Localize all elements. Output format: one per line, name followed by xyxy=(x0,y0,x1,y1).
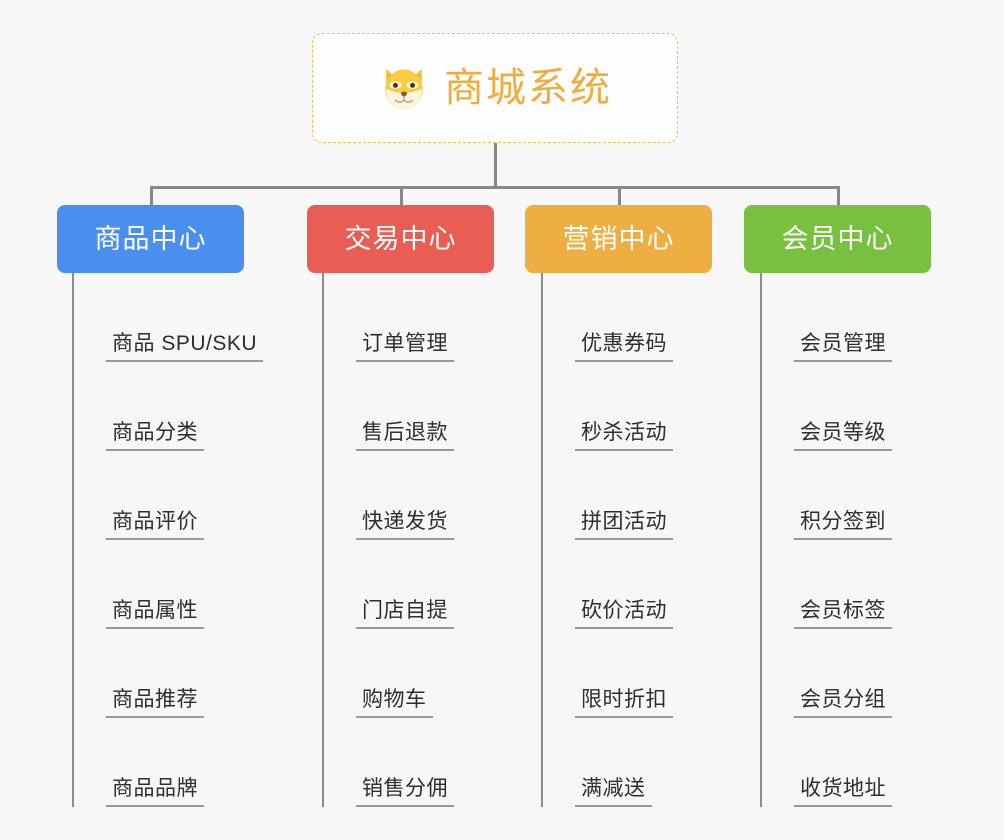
leaf-spine-4 xyxy=(760,273,762,807)
leaf-label: 会员标签 xyxy=(800,598,886,622)
leaf-spine-3 xyxy=(541,273,543,807)
leaf-item[interactable]: 会员标签 xyxy=(760,540,960,629)
leaf-label: 限时折扣 xyxy=(581,687,667,711)
category-label-3: 营销中心 xyxy=(562,223,675,254)
leaf-spine-2 xyxy=(322,273,324,807)
leaf-label: 秒杀活动 xyxy=(581,420,667,444)
leaf-item[interactable]: 快递发货 xyxy=(322,451,522,540)
connector-root-stem xyxy=(494,143,497,189)
leaf-label: 商品评价 xyxy=(112,509,198,533)
leaf-item[interactable]: 积分签到 xyxy=(760,451,960,540)
leaf-label: 满减送 xyxy=(581,776,646,800)
root-title: 商城系统 xyxy=(444,66,612,110)
leaf-label: 收货地址 xyxy=(800,776,886,800)
connector-to-category-1 xyxy=(150,186,153,207)
leaf-label: 砍价活动 xyxy=(581,598,667,622)
category-label-1: 商品中心 xyxy=(94,223,207,254)
leaf-label: 商品推荐 xyxy=(112,687,198,711)
leaf-label: 售后退款 xyxy=(362,420,448,444)
leaf-item[interactable]: 收货地址 xyxy=(760,718,960,807)
leaf-column-1: 商品 SPU/SKU 商品分类 商品评价 商品属性 商品推荐 商品品牌 xyxy=(72,273,272,807)
category-box-1[interactable]: 商品中心 xyxy=(57,205,244,273)
leaf-label: 销售分佣 xyxy=(362,776,448,800)
leaf-item[interactable]: 会员等级 xyxy=(760,362,960,451)
category-label-4: 会员中心 xyxy=(781,223,894,254)
leaf-label: 门店自提 xyxy=(362,598,448,622)
connector-to-category-3 xyxy=(618,186,621,207)
leaf-item[interactable]: 秒杀活动 xyxy=(541,362,741,451)
leaf-column-2: 订单管理 售后退款 快递发货 门店自提 购物车 销售分佣 xyxy=(322,273,522,807)
leaf-label: 积分签到 xyxy=(800,509,886,533)
connector-horizontal-bus xyxy=(150,186,840,189)
leaf-column-3: 优惠券码 秒杀活动 拼团活动 砍价活动 限时折扣 满减送 xyxy=(541,273,741,807)
leaf-spine-1 xyxy=(72,273,74,807)
root-node[interactable]: 商城系统 xyxy=(312,33,678,143)
leaf-label: 商品品牌 xyxy=(112,776,198,800)
leaf-item[interactable]: 商品属性 xyxy=(72,540,272,629)
leaf-item[interactable]: 商品推荐 xyxy=(72,629,272,718)
leaf-item[interactable]: 会员分组 xyxy=(760,629,960,718)
leaf-label: 快递发货 xyxy=(362,509,448,533)
leaf-item[interactable]: 商品品牌 xyxy=(72,718,272,807)
shiba-dog-face-icon xyxy=(385,68,423,110)
leaf-item[interactable]: 会员管理 xyxy=(760,273,960,362)
connector-to-category-4 xyxy=(837,186,840,207)
leaf-label: 优惠券码 xyxy=(581,331,667,355)
leaf-item[interactable]: 限时折扣 xyxy=(541,629,741,718)
leaf-column-4: 会员管理 会员等级 积分签到 会员标签 会员分组 收货地址 xyxy=(760,273,960,807)
leaf-label: 购物车 xyxy=(362,687,427,711)
leaf-item[interactable]: 拼团活动 xyxy=(541,451,741,540)
leaf-label: 会员等级 xyxy=(800,420,886,444)
leaf-label: 商品 SPU/SKU xyxy=(112,331,258,355)
leaf-item[interactable]: 优惠券码 xyxy=(541,273,741,362)
leaf-item[interactable]: 订单管理 xyxy=(322,273,522,362)
leaf-label: 商品分类 xyxy=(112,420,198,444)
leaf-label: 拼团活动 xyxy=(581,509,667,533)
connector-to-category-2 xyxy=(400,186,403,207)
leaf-label: 商品属性 xyxy=(112,598,198,622)
category-box-4[interactable]: 会员中心 xyxy=(744,205,931,273)
category-box-2[interactable]: 交易中心 xyxy=(307,205,494,273)
leaf-item[interactable]: 售后退款 xyxy=(322,362,522,451)
leaf-item[interactable]: 满减送 xyxy=(541,718,741,807)
leaf-item[interactable]: 商品评价 xyxy=(72,451,272,540)
category-box-3[interactable]: 营销中心 xyxy=(525,205,712,273)
leaf-item[interactable]: 销售分佣 xyxy=(322,718,522,807)
leaf-label: 会员分组 xyxy=(800,687,886,711)
leaf-label: 会员管理 xyxy=(800,331,886,355)
leaf-item[interactable]: 商品 SPU/SKU xyxy=(72,273,272,362)
leaf-item[interactable]: 砍价活动 xyxy=(541,540,741,629)
leaf-label: 订单管理 xyxy=(362,331,448,355)
leaf-item[interactable]: 购物车 xyxy=(322,629,522,718)
leaf-item[interactable]: 门店自提 xyxy=(322,540,522,629)
category-label-2: 交易中心 xyxy=(344,223,457,254)
leaf-item[interactable]: 商品分类 xyxy=(72,362,272,451)
